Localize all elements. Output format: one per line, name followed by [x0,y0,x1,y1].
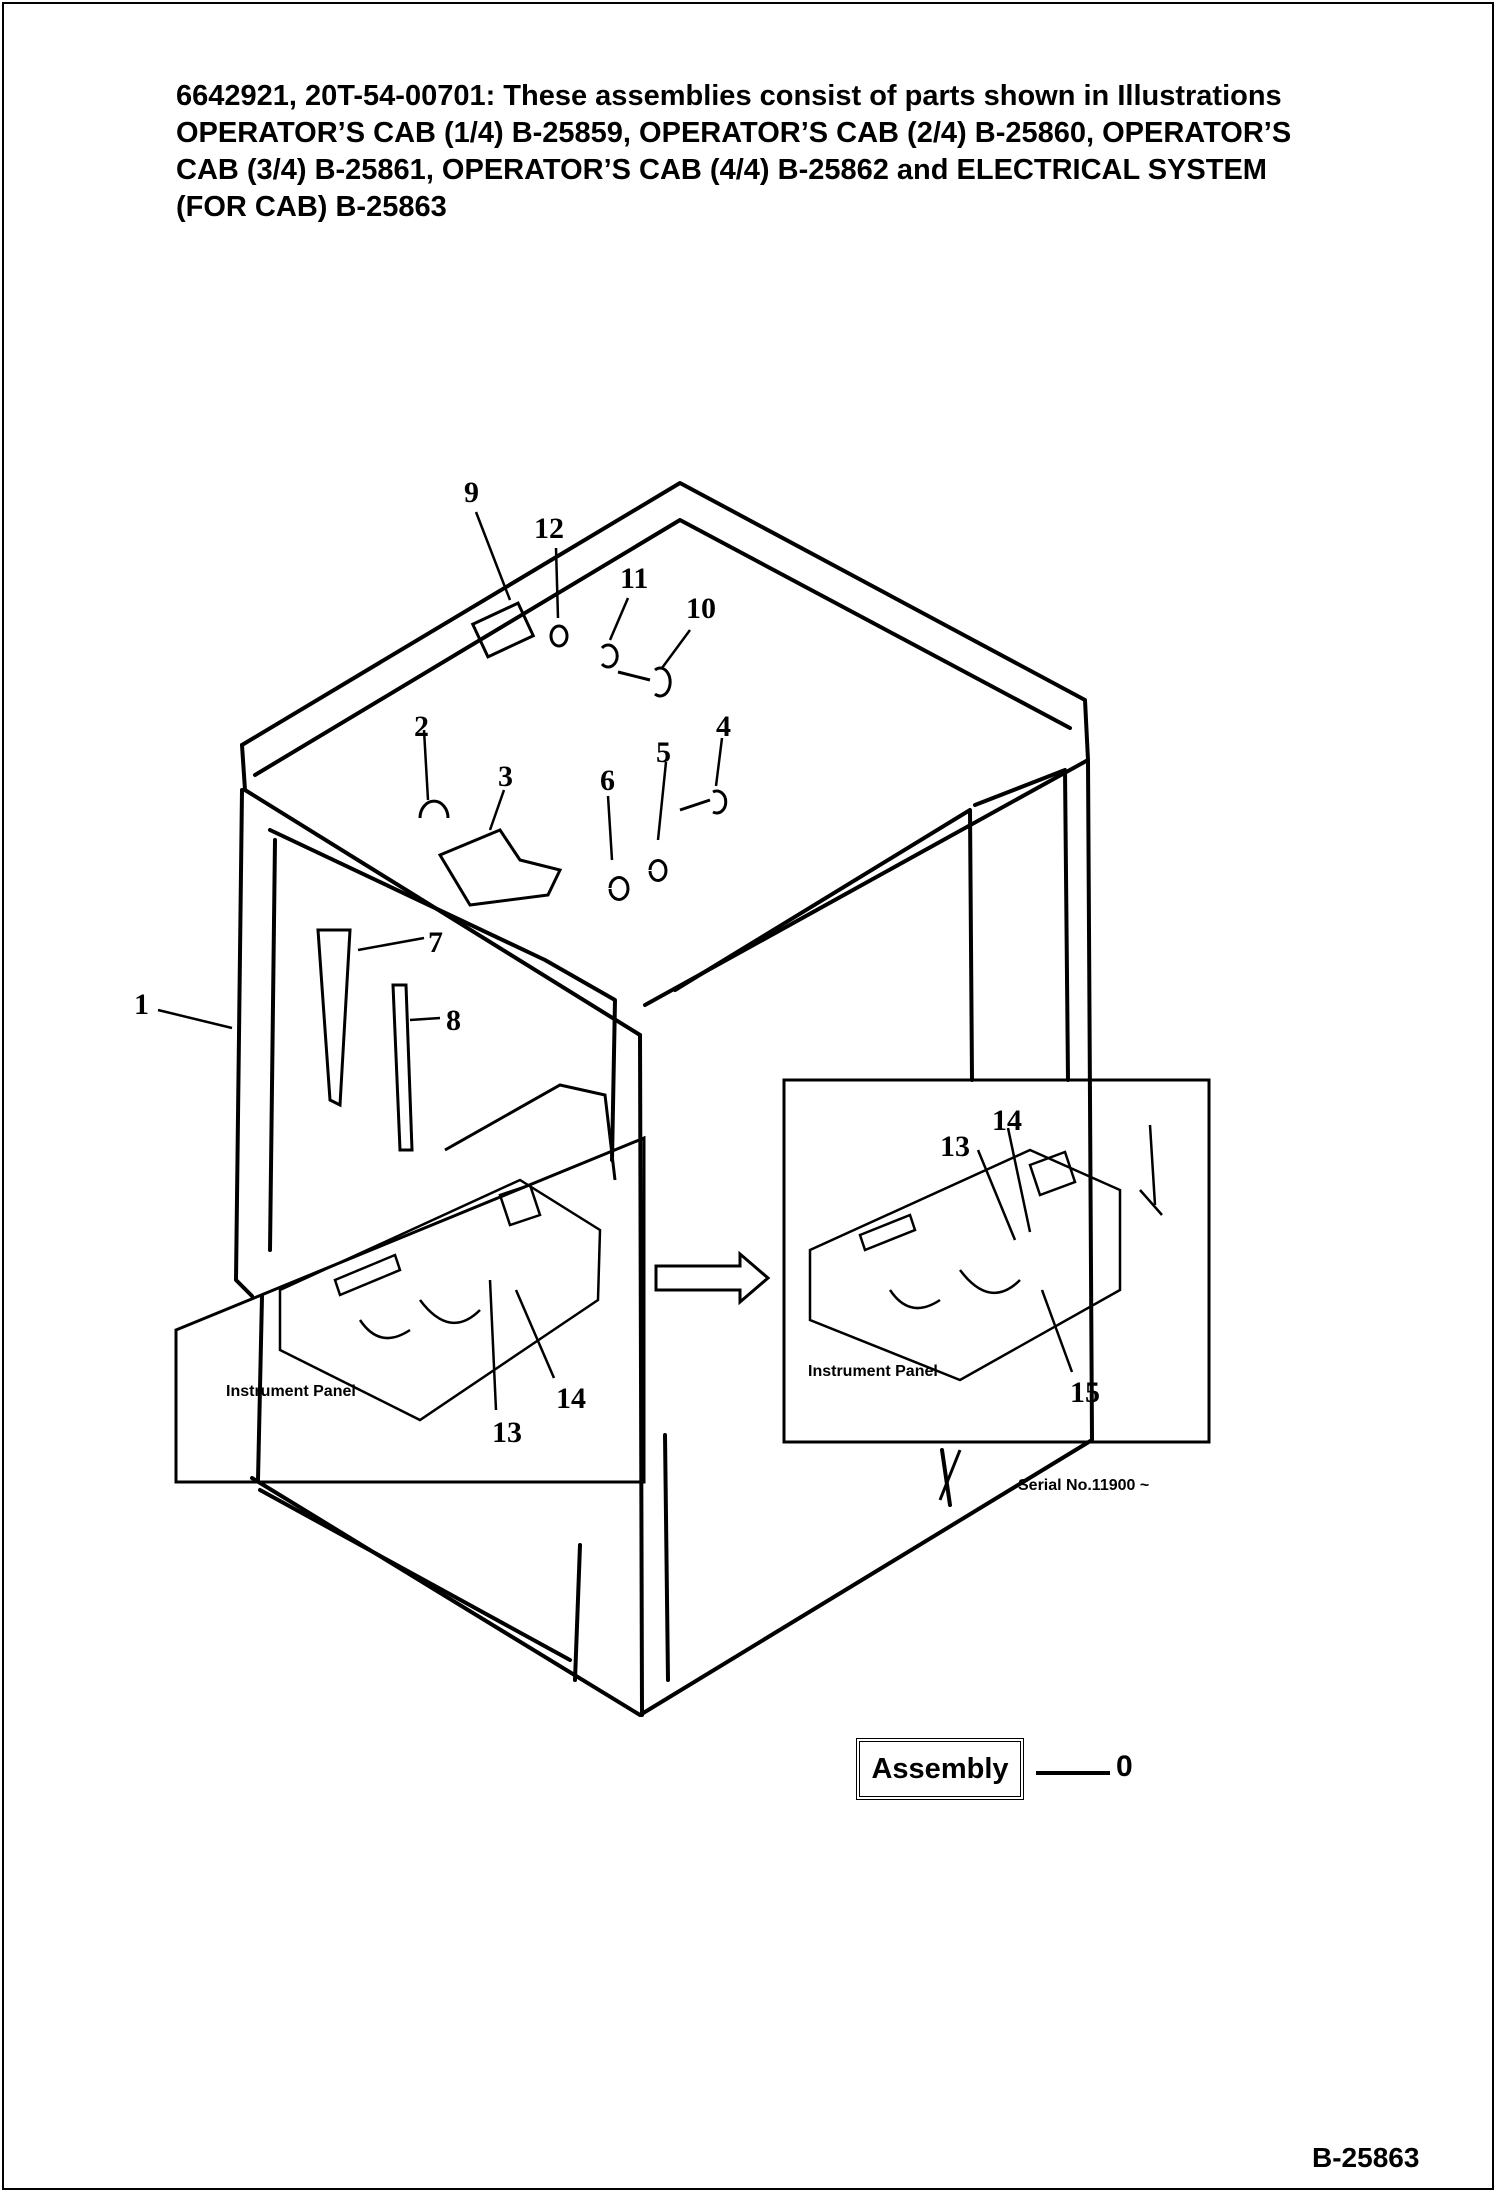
leader-3 [488,789,506,831]
cab-right-window [973,768,1070,1082]
callout-11: 11 [620,562,648,595]
bolt-10 [617,666,672,698]
instrument-panel-label-left: Instrument Panel [226,1383,356,1400]
callout-5: 5 [656,736,671,769]
cab-roof-outline [240,481,1090,1007]
left-panel-display [333,1253,402,1297]
motor-body-3 [437,828,563,907]
washer-6 [608,876,630,901]
right-panel-switch [1028,1150,1077,1197]
illustration-code: B-25863 [1312,2142,1420,2173]
motor-cap-2 [418,799,450,819]
right-panel-body [808,1148,1122,1382]
cab-right-window-2 [673,808,974,1082]
washer-5 [648,859,668,882]
leader-14-left [514,1289,556,1379]
assembly-description: 6642921, 20T-54-00701: These assemblies … [176,78,1376,226]
left-panel-body [278,1178,602,1422]
callout-8: 8 [446,1004,461,1037]
callout-9: 9 [464,476,479,509]
cab-roof-inner [253,518,1072,777]
left-panel-switch [498,1183,542,1227]
leader-4 [714,737,724,787]
callout-4: 4 [716,710,731,743]
callout-10: 10 [686,592,716,625]
description-line-1: 6642921, 20T-54-00701: These assemblies … [176,80,1282,112]
callout-6: 6 [600,764,615,797]
screw-4 [679,789,728,815]
leader-6 [606,795,614,861]
leader-1 [157,1008,233,1030]
washer-12 [549,624,569,648]
leader-5 [656,761,668,841]
callout-14-right: 14 [992,1104,1022,1137]
callout-12: 12 [534,512,564,545]
cab-right-pillar [1086,758,1094,1442]
callout-7: 7 [428,926,443,959]
serial-number-note: Serial No.11900 ~ [1018,1477,1149,1494]
cab-rear-pillar [234,788,254,1298]
callout-14-left: 14 [556,1382,586,1415]
leader-10 [660,629,692,669]
cab-front-pillar [638,1033,644,1717]
bracket-part [470,601,536,659]
description-line-2: OPERATOR’S CAB (1/4) B-25859, OPERATOR’S… [176,117,1292,149]
callout-13-left: 13 [492,1416,522,1449]
cab-rear-pane [258,1488,572,1662]
cab-left-window-frame [268,838,277,1252]
leader-11 [608,597,630,641]
cab-door-line [573,1543,582,1682]
assembly-leader [1036,1771,1110,1775]
leader-15 [1040,1289,1074,1373]
right-inset-box [782,1078,1211,1444]
cab-floor-corner [940,1448,952,1507]
left-panel-wire [358,1299,481,1340]
callout-2: 2 [414,710,429,743]
callout-3: 3 [498,760,513,793]
callout-13-right: 13 [940,1130,970,1163]
cab-left-window [268,828,617,1162]
right-panel-connector [1139,1124,1163,1216]
description-line-4: (FOR CAB) B-25863 [176,191,447,223]
right-panel-display [858,1213,917,1252]
callout-1: 1 [134,988,149,1021]
wiper-arm-7 [316,928,352,1108]
wiper-blade-8 [391,983,414,1152]
leader-14-right [1006,1127,1032,1233]
leader-2 [422,729,430,801]
wire-harness [444,1083,617,1181]
arrow-to-right-inset [654,1250,771,1306]
leader-8 [409,1016,441,1022]
cab-door-line-2 [663,1433,670,1682]
cab-roof-edge [240,743,642,1037]
description-line-3: CAB (3/4) B-25861, OPERATOR’S CAB (4/4) … [176,154,1267,186]
snap-ring-11 [600,643,619,669]
right-panel-wire [888,1269,1021,1310]
serial-leader [938,1449,962,1501]
leader-12 [554,547,560,619]
leader-7 [357,936,425,952]
left-inset-box [174,1135,646,1484]
cab-bottom-left [256,1294,264,1482]
assembly-number: 0 [1116,1750,1133,1783]
assembly-label-box: Assembly [856,1738,1024,1800]
leader-13-left [488,1279,498,1411]
callout-15: 15 [1070,1376,1100,1409]
leader-13-right [976,1149,1017,1241]
instrument-panel-label-right: Instrument Panel [808,1363,938,1380]
leader-9 [474,511,512,601]
